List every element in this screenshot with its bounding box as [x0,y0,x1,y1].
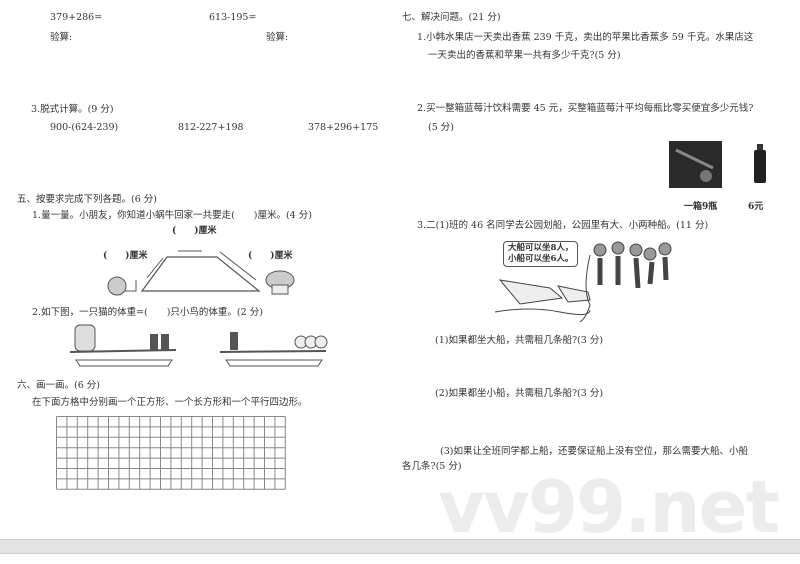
s7-q2-line2: (5 分) [428,122,454,133]
right-length-label: ( )厘米 [248,251,293,261]
check-label-1: 验算: [50,32,73,43]
s7-q3-sub2: (2)如果都坐小船，共需租几条船?(3 分) [435,388,604,399]
bubble-line-1: 大船可以坐8人， [508,243,574,253]
section6-title: 六、画一画。(6 分) [17,380,100,391]
section7-title: 七、解决问题。(21 分) [402,12,501,23]
bottle-caption: 6元 [748,202,764,212]
s5-q2-text: 2.如下图，一只猫的体重=( )只小鸟的体重。(2 分) [32,307,263,318]
left-length-label: ( )厘米 [103,251,148,261]
s7-q3-sub3-line2: 各几条?(5 分) [402,461,462,472]
expr-3: 378+296+175 [308,122,379,133]
expr-1: 900-(624-239) [50,122,119,133]
s5-q1-text: 1.量一量。小朋友，你知道小蜗牛回家一共要走( )厘米。(4 分) [32,210,312,221]
s7-q3-sub3-line1: (3)如果让全班同学都上船，还要保证船上没有空位，那么需要大船、小船 [440,446,748,457]
s6-instruction: 在下面方格中分别画一个正方形、一个长方形和一个平行四边形。 [32,397,308,408]
s7-q2-line1: 2.买一整箱蓝莓汁饮料需要 45 元，买整箱蓝莓汁平均每瓶比零买便宜多少元钱? [417,103,754,114]
juice-bottle-image [754,144,766,183]
balance-scale-bird-chicks [219,332,328,367]
watermark: vv99.net [438,465,780,549]
snail-path-figure [107,250,295,296]
s7-q3-text: 3.二(1)班的 46 名同学去公园划船，公园里有大、小两种船。(11 分) [417,220,709,231]
q3-title: 3.脱式计算。(9 分) [31,104,114,115]
speech-bubble: 大船可以坐8人， 小船可以坐6人。 [503,241,579,267]
section5-title: 五、按要求完成下列各题。(6 分) [17,194,157,205]
box-caption: 一箱9瓶 [684,202,718,212]
s7-q1-line1: 1.小韩水果店一天卖出香蕉 239 千克，卖出的苹果比香蕉多 59 千克。水果店… [417,32,754,43]
check-label-2: 验算: [266,32,289,43]
bubble-line-2: 小船可以坐6人。 [508,254,574,264]
s7-q3-sub1: (1)如果都坐大船，共需租几条船?(3 分) [435,335,604,346]
balance-scale-cat-birds [69,324,177,367]
calc-expr-1: 379+286= [50,12,103,23]
expr-2: 812-227+198 [178,122,244,133]
s7-q1-line2: 一天卖出的香蕉和苹果一共有多少千克?(5 分) [428,50,621,61]
calc-expr-2: 613-195= [209,12,257,23]
juice-box-image [669,141,722,188]
top-length-label: ( )厘米 [172,226,217,236]
page-separator-bar [0,539,800,554]
children-and-boats-image [494,241,672,322]
drawing-grid[interactable] [56,416,286,491]
